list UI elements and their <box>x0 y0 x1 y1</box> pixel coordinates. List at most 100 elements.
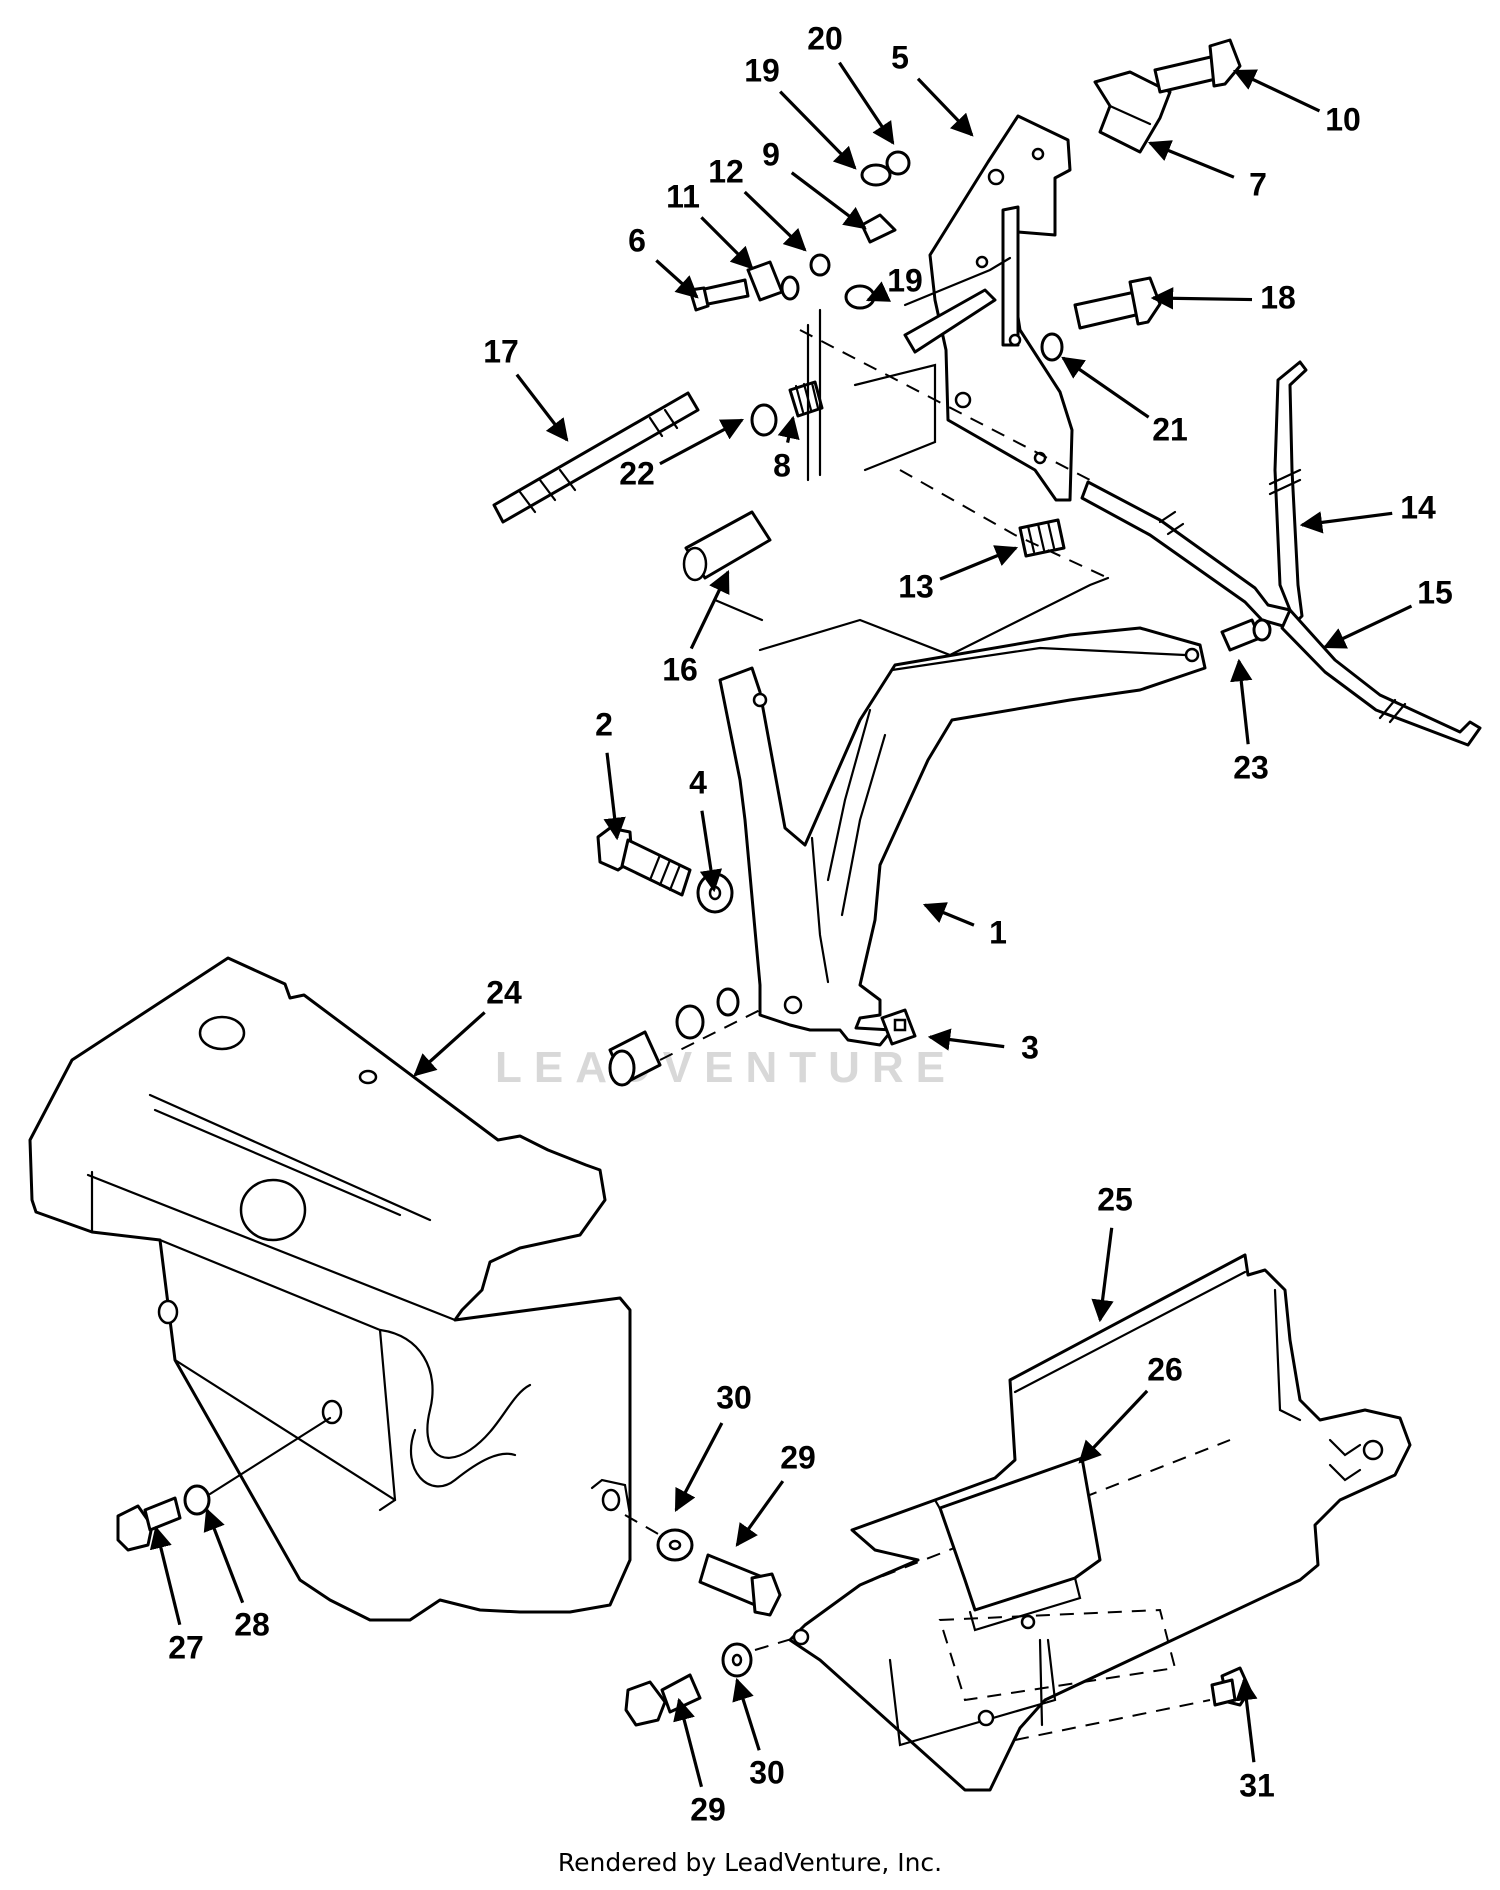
part-21-washer <box>1040 332 1064 362</box>
callout-label-c1: 1 <box>989 914 1007 950</box>
part-9-pin <box>860 213 897 244</box>
callout-label-c5: 5 <box>891 39 909 75</box>
callout-arrow-c22 <box>659 418 744 466</box>
part-27-bolt <box>116 1496 182 1552</box>
part-2-bolt <box>596 826 692 897</box>
callout-label-c30b: 30 <box>749 1754 785 1790</box>
callout-arrow-c5 <box>916 77 974 137</box>
callout-arrow-c12 <box>743 190 807 252</box>
part-22-washer <box>750 403 778 437</box>
callout-label-c17: 17 <box>483 333 519 369</box>
callout-label-c29b: 29 <box>690 1791 726 1827</box>
part-13-spring <box>1018 518 1066 558</box>
part-30-washer-lower <box>721 1642 753 1678</box>
callout-arrow-c1 <box>922 902 975 927</box>
callout-label-c10: 10 <box>1325 101 1361 137</box>
callout-label-c9: 9 <box>762 136 780 172</box>
callout-label-c30a: 30 <box>716 1379 752 1415</box>
part-14-rod <box>1080 360 1308 630</box>
part-23-fitting <box>1220 618 1272 652</box>
callout-label-c16: 16 <box>662 651 698 687</box>
part-25-shield <box>788 1253 1412 1792</box>
callout-label-c22: 22 <box>619 455 655 491</box>
callout-arrow-c7 <box>1147 140 1235 179</box>
part-15-rod <box>1280 608 1482 747</box>
part-6-bolt <box>688 278 750 312</box>
callout-arrow-c4 <box>699 810 723 893</box>
callout-label-c15: 15 <box>1417 574 1453 610</box>
callout-label-c2: 2 <box>595 706 613 742</box>
callout-label-c12: 12 <box>708 153 744 189</box>
part-28-washer <box>183 1484 211 1516</box>
callout-label-c28: 28 <box>234 1606 270 1642</box>
callout-arrow-c20 <box>838 61 895 145</box>
callout-label-c3: 3 <box>1021 1029 1039 1065</box>
part-10-bolt <box>1153 38 1242 94</box>
callout-label-c19b: 19 <box>887 262 923 298</box>
callout-arrow-c11 <box>700 216 754 270</box>
callout-label-c26: 26 <box>1147 1351 1183 1387</box>
callout-arrow-c27 <box>149 1525 182 1626</box>
callout-label-c11: 11 <box>666 178 700 214</box>
callout-arrow-c30b <box>732 1677 761 1751</box>
callout-arrow-c14 <box>1299 511 1393 534</box>
callout-label-c23: 23 <box>1233 749 1269 785</box>
callout-label-c6: 6 <box>628 222 646 258</box>
callout-arrow-c28 <box>203 1507 245 1604</box>
callout-arrow-c2 <box>603 752 626 841</box>
part-29-bolt-lower <box>624 1673 702 1727</box>
callout-arrow-c13 <box>939 545 1019 581</box>
callout-arrow-c30a <box>674 1422 724 1512</box>
part-3-nut <box>880 1008 917 1046</box>
part-18-bolt <box>1073 276 1162 330</box>
callout-label-c4: 4 <box>689 764 707 800</box>
part-24-shield <box>28 956 632 1622</box>
part-29-bolt-upper <box>698 1553 782 1617</box>
part-4-washer <box>696 872 734 914</box>
callout-arrow-c3 <box>927 1028 1005 1051</box>
watermark-text: LEADVENTURE <box>495 1043 957 1092</box>
part-7-clip <box>1093 70 1172 154</box>
callout-arrow-c19a <box>779 90 857 170</box>
callout-label-c24: 24 <box>486 974 522 1010</box>
callout-arrow-c19b <box>865 281 891 302</box>
part-8-spring <box>788 380 824 418</box>
callout-arrow-c26 <box>1078 1389 1149 1464</box>
part-30-washer-upper <box>656 1528 694 1562</box>
callout-arrow-c16 <box>689 569 730 650</box>
callout-label-c27: 27 <box>168 1629 204 1665</box>
callout-label-c25: 25 <box>1097 1181 1133 1217</box>
callout-arrow-c6 <box>655 259 699 299</box>
part-11-spacer <box>746 260 800 302</box>
callout-arrow-c17 <box>515 373 569 442</box>
callout-label-c31: 31 <box>1239 1767 1275 1803</box>
callout-arrow-c18 <box>1150 287 1253 310</box>
callout-label-c7: 7 <box>1249 166 1267 202</box>
lower-spacers <box>608 987 761 1087</box>
footer-credit: Rendered by LeadVenture, Inc. <box>557 1848 943 1877</box>
callout-arrow-c9 <box>790 171 867 230</box>
callout-arrow-c25 <box>1091 1227 1114 1323</box>
callout-label-c8: 8 <box>773 447 791 483</box>
callout-arrow-c10 <box>1232 69 1321 113</box>
part-17-rod <box>492 391 700 524</box>
callout-label-c19a: 19 <box>744 52 780 88</box>
callout-layer: 1234567891011121314151617181919202122232… <box>149 20 1453 1827</box>
callout-arrow-c29a <box>735 1480 785 1547</box>
callout-arrow-c23 <box>1230 658 1253 745</box>
callout-arrow-c15 <box>1322 604 1413 649</box>
callout-label-c13: 13 <box>898 568 934 604</box>
part-20-nut <box>885 150 911 176</box>
callout-arrow-c29b <box>673 1697 704 1788</box>
part-16-sleeve <box>682 510 772 582</box>
callout-label-c21: 21 <box>1152 411 1188 447</box>
part-5-bracket <box>928 114 1074 502</box>
callout-arrow-c8 <box>777 415 800 443</box>
callout-arrow-c24 <box>413 1011 486 1077</box>
part-1-lever <box>713 598 1207 1047</box>
callout-arrow-c31 <box>1235 1677 1258 1763</box>
callout-label-c20: 20 <box>807 20 843 56</box>
callout-label-c18: 18 <box>1260 279 1296 315</box>
part-19-washer <box>844 163 892 310</box>
